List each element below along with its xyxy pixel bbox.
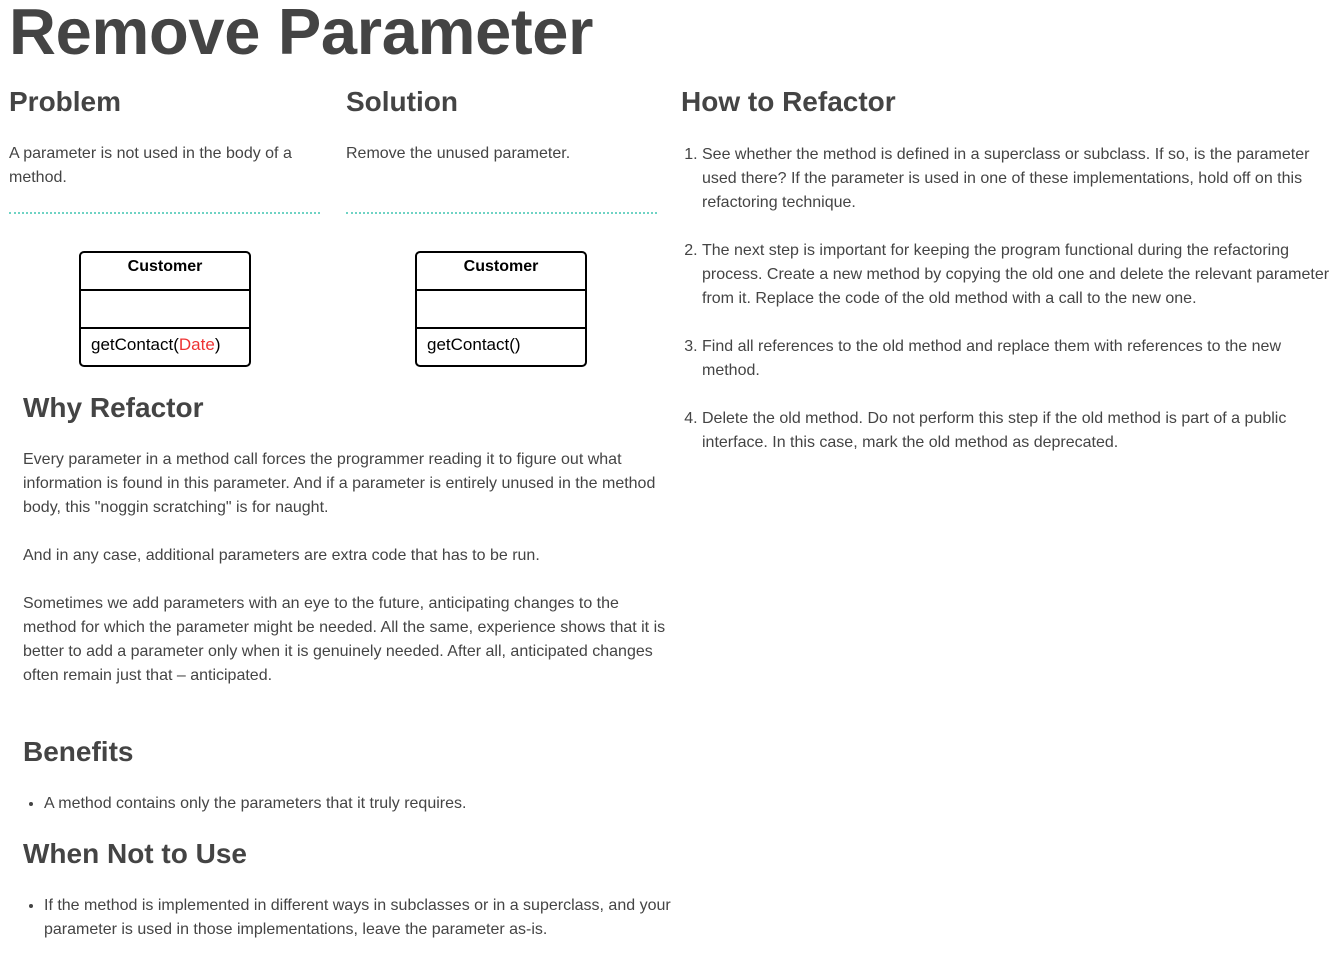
how-to-step: See whether the method is defined in a s… (702, 143, 1330, 215)
problem-class-attributes (81, 291, 249, 329)
why-heading: Why Refactor (23, 392, 204, 423)
problem-class-method: getContact(Date) (81, 329, 249, 361)
why-paragraph: And in any case, additional parameters a… (23, 547, 540, 564)
method-prefix: getContact( (91, 335, 179, 354)
when-not-item: If the method is implemented in differen… (44, 894, 699, 942)
how-to-step: Delete the old method. Do not perform th… (702, 407, 1330, 455)
page-title: Remove Parameter (9, 0, 594, 68)
when-not-list: If the method is implemented in differen… (23, 894, 699, 942)
unused-parameter: Date (178, 335, 215, 354)
how-to-heading: How to Refactor (681, 86, 896, 117)
why-paragraph: Sometimes we add parameters with an eye … (23, 595, 666, 684)
solution-heading: Solution (346, 86, 458, 117)
benefits-heading: Benefits (23, 736, 134, 767)
problem-text: A parameter is not used in the body of a… (9, 145, 292, 186)
how-to-steps: See whether the method is defined in a s… (681, 143, 1330, 479)
problem-heading: Problem (9, 86, 122, 117)
solution-text: Remove the unused parameter. (346, 145, 571, 162)
solution-class-name: Customer (417, 253, 585, 291)
why-paragraph: Every parameter in a method call forces … (23, 451, 656, 516)
benefits-item: A method contains only the parameters th… (44, 792, 684, 816)
when-not-heading: When Not to Use (23, 838, 247, 869)
problem-class-name: Customer (81, 253, 249, 291)
solution-class-attributes (417, 291, 585, 329)
solution-divider (346, 212, 657, 214)
benefits-list: A method contains only the parameters th… (23, 792, 684, 816)
method-suffix: ) (214, 335, 221, 354)
how-to-step: The next step is important for keeping t… (702, 239, 1330, 311)
solution-class-method: getContact() (427, 335, 521, 354)
problem-uml-diagram: Customer getContact(Date) (79, 251, 251, 367)
problem-divider (9, 212, 320, 214)
solution-uml-diagram: Customer getContact() (415, 251, 587, 367)
how-to-step: Find all references to the old method an… (702, 335, 1330, 383)
